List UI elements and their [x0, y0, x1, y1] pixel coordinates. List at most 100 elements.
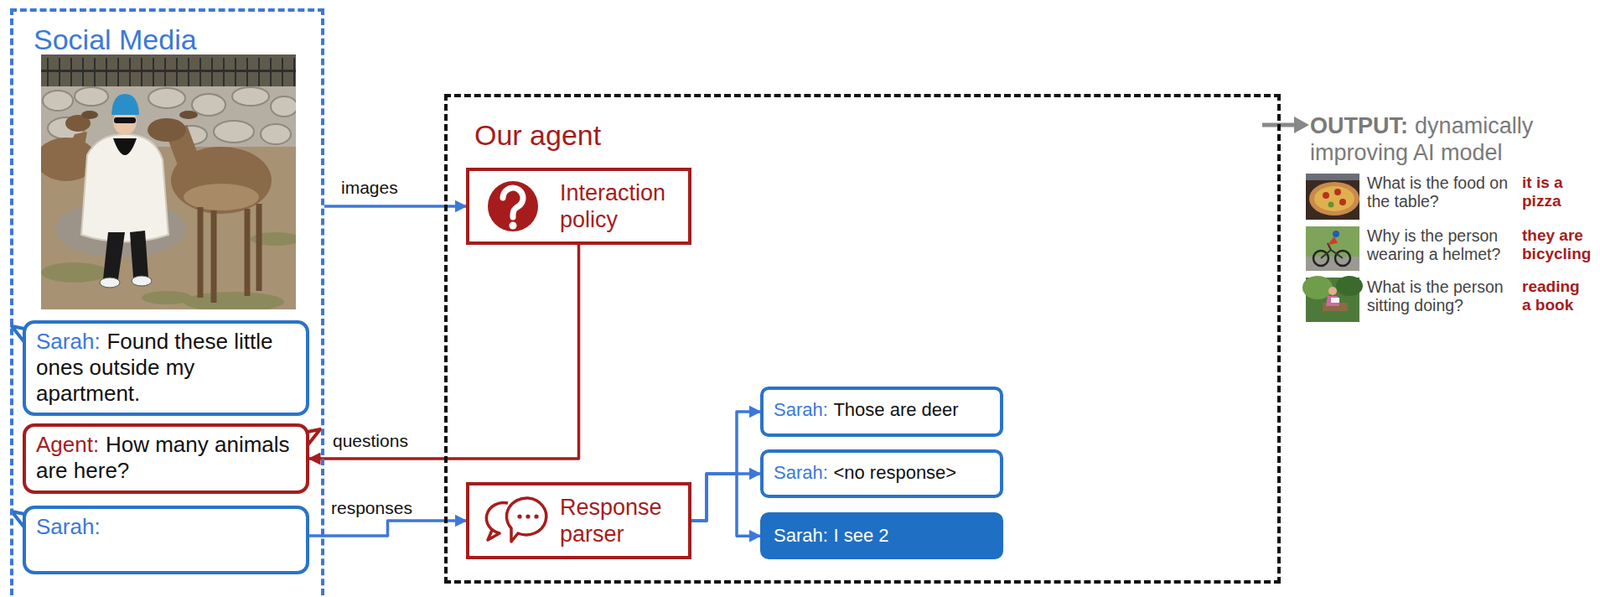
- photo-illustration: [42, 90, 73, 111]
- reading-thumbnail: [1335, 275, 1363, 296]
- photo-illustration: [200, 203, 259, 303]
- example-question: What is the food on the table?: [1366, 173, 1518, 212]
- photo-illustration: [103, 232, 125, 280]
- reading-thumbnail: [1328, 286, 1337, 296]
- example-answer: reading a book: [1522, 277, 1593, 315]
- process-box: Response parser: [466, 481, 692, 560]
- pizza-thumbnail: [1305, 173, 1360, 220]
- chat-icon: [486, 502, 508, 540]
- pizza-thumbnail: [1334, 188, 1342, 196]
- photo-illustration: [74, 87, 109, 106]
- question-icon: [509, 222, 518, 230]
- pizza-thumbnail: [1305, 173, 1360, 181]
- node-text: Those are deer: [833, 398, 958, 420]
- reading-thumbnail: [1325, 295, 1340, 306]
- question-icon: [487, 181, 539, 232]
- agent-bubble: Agent:How many animals are here?: [22, 423, 310, 494]
- photo-illustration: [270, 96, 296, 117]
- pizza-thumbnail: [1322, 191, 1330, 199]
- photo-illustration: [41, 69, 296, 73]
- photo-illustration: [81, 134, 169, 243]
- output-heading: OUTPUT:dynamically improving AI model: [1310, 112, 1570, 167]
- connector: [309, 520, 467, 536]
- photo-illustration: [191, 93, 226, 116]
- edge-label: images: [339, 177, 400, 198]
- example-answer: it is a pizza: [1522, 173, 1593, 211]
- photo-illustration: [131, 275, 152, 286]
- node-text: Sarah:: [36, 513, 101, 539]
- response-bubble: Sarah:<no response>: [760, 449, 1004, 498]
- speech-bubble: Sarah:Found these little ones outside my…: [22, 320, 310, 416]
- connector: [691, 473, 761, 536]
- speaker-name: Sarah:: [36, 328, 101, 354]
- photo-illustration: [99, 277, 120, 288]
- chat-icon: [533, 513, 539, 518]
- cyclist-thumbnail: [1332, 230, 1340, 238]
- speaker-name: Sarah:: [773, 461, 829, 483]
- response-bubble: Sarah:Those are deer: [760, 386, 1004, 437]
- cyclist-thumbnail: [1305, 226, 1360, 271]
- pizza-thumbnail: [1314, 186, 1355, 212]
- photo-illustration: [41, 54, 296, 90]
- photo-illustration: [47, 57, 295, 89]
- reading-thumbnail: [1302, 275, 1363, 322]
- agent-panel: Our agentInteraction policyResponse pars…: [444, 93, 1281, 584]
- output-heading: OUTPUT:: [1310, 113, 1409, 139]
- node-text: I see 2: [833, 524, 889, 546]
- photo-illustration: [41, 262, 109, 283]
- speaker-name: Sarah:: [773, 398, 829, 420]
- photo-illustration: [183, 183, 259, 211]
- photo-illustration: [113, 138, 137, 156]
- example-answer: they are bicycling: [1522, 226, 1593, 264]
- cyclist-thumbnail: [1305, 226, 1360, 271]
- photo-illustration: [41, 54, 296, 310]
- connector: [691, 411, 761, 521]
- photo-illustration: [141, 290, 192, 305]
- node-text: Response parser: [559, 493, 682, 549]
- question-icon: [502, 187, 523, 218]
- response-bubble: Sarah:I see 2: [760, 512, 1004, 560]
- node-text: Social Media: [33, 23, 322, 57]
- chat-icon: [506, 497, 546, 542]
- example-question: Why is the person wearing a helmet?: [1366, 226, 1518, 265]
- photo-illustration: [129, 230, 149, 278]
- photo-illustration: [147, 118, 187, 142]
- pizza-thumbnail: [1328, 201, 1335, 208]
- photo-illustration: [148, 88, 186, 109]
- speaker-name: Agent:: [36, 431, 99, 457]
- example-question: What is the person sitting doing?: [1366, 277, 1518, 316]
- photo-illustration: [179, 110, 198, 120]
- question-icon: [487, 181, 539, 232]
- bubble-tails: [307, 429, 321, 446]
- reading-thumbnail: [1330, 297, 1340, 303]
- reading-thumbnail: [1302, 275, 1333, 300]
- output-arrow: [1294, 116, 1310, 134]
- node-text: Interaction policy: [559, 179, 682, 234]
- photo-illustration: [113, 117, 136, 124]
- cyclist-thumbnail: [1327, 236, 1338, 245]
- photo-illustration: [260, 124, 291, 145]
- edge-label: questions: [331, 430, 410, 451]
- photo-illustration: [213, 120, 254, 143]
- node-text: <no response>: [833, 461, 957, 483]
- chat-icon: [486, 497, 546, 542]
- process-box: Interaction policy: [466, 167, 692, 245]
- cyclist-thumbnail: [1320, 243, 1343, 259]
- photo-illustration: [41, 54, 296, 310]
- photo-illustration: [66, 131, 88, 156]
- pizza-thumbnail: [1339, 198, 1347, 206]
- photo-illustration: [111, 93, 140, 115]
- chat-icon: [525, 513, 530, 518]
- pizza-thumbnail: [1309, 181, 1360, 216]
- connector: [691, 473, 761, 521]
- chat-icon: [517, 513, 522, 518]
- speaker-name: Sarah:: [773, 524, 829, 546]
- pizza-thumbnail: [1305, 173, 1360, 220]
- social-media-panel: Social MediaSarah:Found these little one…: [10, 8, 325, 597]
- photo-illustration: [81, 110, 99, 120]
- edge-label: responses: [329, 497, 415, 518]
- bubble-tails: [11, 326, 321, 528]
- node-text: Our agent: [474, 119, 1278, 152]
- photo-illustration: [232, 87, 270, 106]
